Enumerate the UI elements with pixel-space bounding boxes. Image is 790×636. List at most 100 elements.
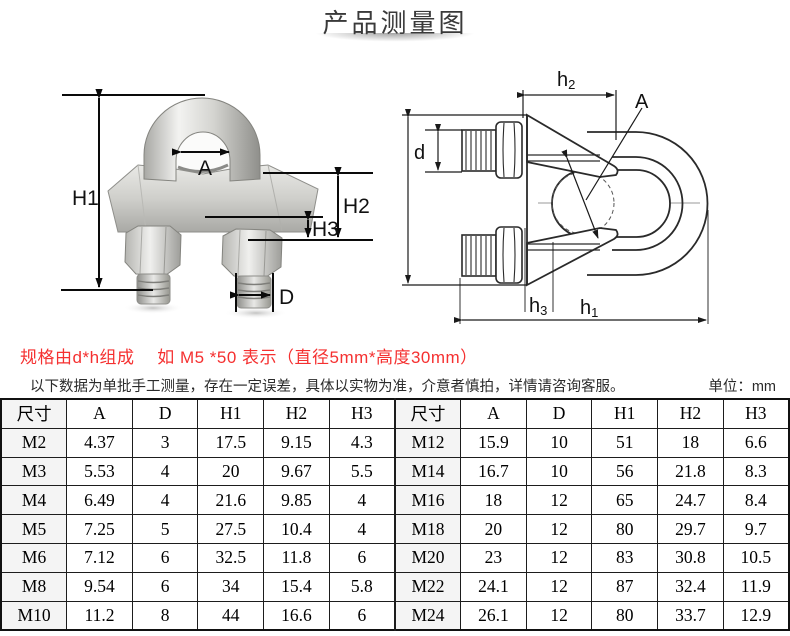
value-cell: 18 bbox=[657, 427, 724, 458]
value-cell: 12.9 bbox=[722, 600, 790, 631]
column-header-H1: H1 bbox=[197, 398, 265, 429]
value-cell: 6.6 bbox=[722, 427, 790, 458]
value-cell: 11.2 bbox=[66, 600, 133, 631]
value-cell: 8 bbox=[131, 600, 199, 631]
top-bolt bbox=[461, 121, 523, 179]
value-cell: 10 bbox=[525, 456, 593, 487]
value-cell: 12 bbox=[525, 514, 593, 544]
value-cell: 27.5 bbox=[197, 514, 265, 544]
size-cell: M14 bbox=[393, 456, 462, 487]
size-cell: M8 bbox=[0, 571, 68, 602]
value-cell: 11.8 bbox=[263, 542, 330, 573]
value-cell: 12 bbox=[525, 542, 593, 573]
bottom-bolt bbox=[461, 226, 523, 284]
value-cell: 9.15 bbox=[263, 427, 330, 458]
value-cell: 4 bbox=[131, 456, 199, 487]
value-cell: 20 bbox=[197, 456, 265, 487]
drawing-dimension-lines bbox=[402, 90, 709, 324]
value-cell: 5.5 bbox=[328, 456, 396, 487]
value-cell: 15.9 bbox=[460, 427, 527, 458]
size-cell: M12 bbox=[393, 427, 462, 458]
value-cell: 4.37 bbox=[66, 427, 133, 458]
value-cell: 29.7 bbox=[657, 514, 724, 544]
wire-rope-clip-photo: H1 A H2 H3 D bbox=[61, 89, 373, 319]
value-cell: 9.85 bbox=[263, 485, 330, 516]
value-cell: 44 bbox=[197, 600, 265, 631]
size-cell: M5 bbox=[0, 514, 68, 544]
value-cell: 26.1 bbox=[460, 600, 527, 631]
value-cell: 83 bbox=[591, 542, 659, 573]
value-cell: 7.12 bbox=[66, 542, 133, 573]
value-cell: 23 bbox=[460, 542, 527, 573]
dim-label-A: A bbox=[198, 157, 212, 180]
wire-rope-clip-drawing: h2 A d h3 h1 bbox=[402, 69, 709, 324]
value-cell: 80 bbox=[591, 514, 659, 544]
value-cell: 6 bbox=[131, 571, 199, 602]
value-cell: 21.6 bbox=[197, 485, 265, 516]
size-cell: M2 bbox=[0, 427, 68, 458]
value-cell: 16.6 bbox=[263, 600, 330, 631]
dim-label-H2: H2 bbox=[343, 195, 370, 218]
value-cell: 8.4 bbox=[722, 485, 790, 516]
value-cell: 9.54 bbox=[66, 571, 133, 602]
value-cell: 24.7 bbox=[657, 485, 724, 516]
value-cell: 17.5 bbox=[197, 427, 265, 458]
value-cell: 87 bbox=[591, 571, 659, 602]
value-cell: 18 bbox=[460, 485, 527, 516]
value-cell: 4 bbox=[328, 514, 396, 544]
unit-label: 单位：mm bbox=[708, 379, 776, 395]
dim-label-H1: H1 bbox=[72, 187, 99, 210]
dim-label-H3: H3 bbox=[312, 218, 339, 241]
value-cell: 65 bbox=[591, 485, 659, 516]
size-cell: M3 bbox=[0, 456, 68, 487]
value-cell: 9.7 bbox=[722, 514, 790, 544]
value-cell: 6 bbox=[328, 600, 396, 631]
value-cell: 80 bbox=[591, 600, 659, 631]
column-header-A: A bbox=[460, 398, 527, 429]
value-cell: 10.4 bbox=[263, 514, 330, 544]
column-header-D: D bbox=[131, 398, 199, 429]
value-cell: 5.53 bbox=[66, 456, 133, 487]
measurement-disclaimer: 以下数据为单批手工测量，存在一定误差，具体以实物为准，介意者慎拍，详情请咨询客服… bbox=[30, 379, 625, 395]
size-cell: M16 bbox=[393, 485, 462, 516]
value-cell: 56 bbox=[591, 456, 659, 487]
column-header-H1: H1 bbox=[591, 398, 659, 429]
column-header-D: D bbox=[525, 398, 593, 429]
value-cell: 6 bbox=[328, 542, 396, 573]
size-cell: M22 bbox=[393, 571, 462, 602]
size-cell: M18 bbox=[393, 514, 462, 544]
value-cell: 16.7 bbox=[460, 456, 527, 487]
size-cell: M4 bbox=[0, 485, 68, 516]
value-cell: 33.7 bbox=[657, 600, 724, 631]
column-header-H2: H2 bbox=[263, 398, 330, 429]
column-header-H2: H2 bbox=[657, 398, 724, 429]
dim-label-h1: h1 bbox=[580, 297, 598, 320]
value-cell: 10.5 bbox=[722, 542, 790, 573]
disclaimer-row: 以下数据为单批手工测量，存在一定误差，具体以实物为准，介意者慎拍，详情请咨询客服… bbox=[0, 375, 790, 396]
dim-label-d: d bbox=[414, 142, 425, 164]
dim-label-h3: h3 bbox=[529, 295, 547, 318]
value-cell: 12 bbox=[525, 600, 593, 631]
value-cell: 6 bbox=[131, 542, 199, 573]
size-cell: M6 bbox=[0, 542, 68, 573]
value-cell: 5.8 bbox=[328, 571, 396, 602]
size-cell: M10 bbox=[0, 600, 68, 631]
value-cell: 11.9 bbox=[722, 571, 790, 602]
column-header-H3: H3 bbox=[328, 398, 396, 429]
photo-shadow bbox=[123, 302, 183, 314]
value-cell: 5 bbox=[131, 514, 199, 544]
value-cell: 4 bbox=[328, 485, 396, 516]
value-cell: 20 bbox=[460, 514, 527, 544]
value-cell: 34 bbox=[197, 571, 265, 602]
value-cell: 9.67 bbox=[263, 456, 330, 487]
value-cell: 12 bbox=[525, 571, 593, 602]
column-header-H3: H3 bbox=[722, 398, 790, 429]
